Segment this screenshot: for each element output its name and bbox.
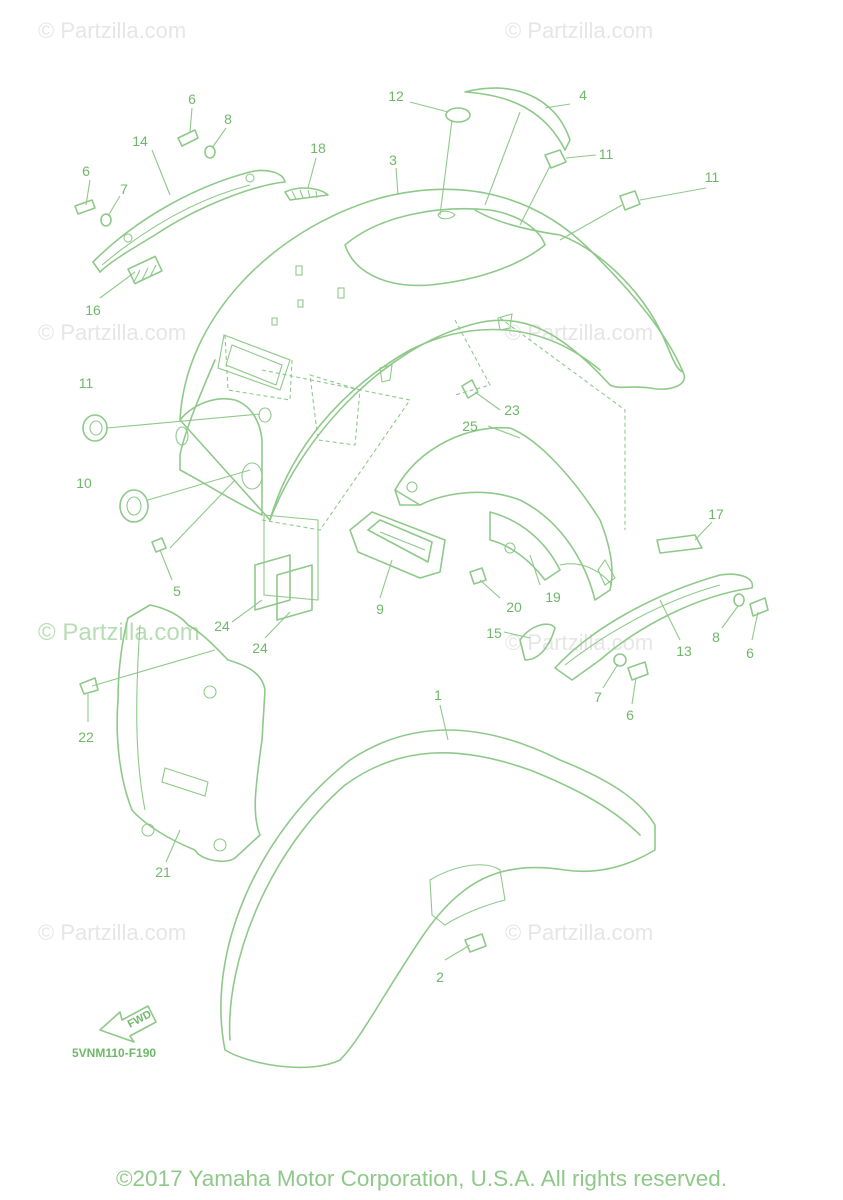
pads-part-24 bbox=[254, 554, 313, 621]
rear-fender-part-3 bbox=[175, 188, 686, 601]
leader-lines bbox=[85, 101, 759, 961]
callout-14: 14 bbox=[132, 133, 148, 149]
watermark-center-left: © Partzilla.com bbox=[38, 619, 200, 646]
watermark-bottom-right: © Partzilla.com bbox=[505, 920, 653, 945]
callout-8-left: 8 bbox=[224, 111, 232, 127]
reflector-parts-16-18 bbox=[127, 187, 329, 285]
plate-light-part-9 bbox=[349, 511, 446, 579]
watermarks: © Partzilla.com © Partzilla.com © Partzi… bbox=[38, 18, 653, 945]
callout-8-right: 8 bbox=[712, 629, 720, 645]
watermark-mid-left: © Partzilla.com bbox=[38, 320, 186, 345]
callout-10: 10 bbox=[76, 475, 92, 491]
callout-24-left: 24 bbox=[214, 618, 230, 634]
copyright-notice: ©2017 Yamaha Motor Corporation, U.S.A. A… bbox=[115, 1166, 728, 1191]
callout-24-right: 24 bbox=[252, 640, 268, 656]
reflector-part-15 bbox=[519, 623, 556, 661]
callouts: 1 2 3 4 5 6 6 6 6 7 7 8 8 9 10 11 11 11 … bbox=[76, 87, 754, 985]
callout-11-top: 11 bbox=[599, 146, 614, 162]
callout-7-left: 7 bbox=[120, 181, 128, 197]
callout-18: 18 bbox=[310, 140, 326, 156]
callout-5: 5 bbox=[173, 583, 181, 599]
callout-13: 13 bbox=[676, 643, 692, 659]
callout-6-top: 6 bbox=[188, 91, 196, 107]
callout-6-left: 6 bbox=[82, 163, 90, 179]
watermark-top-right: © Partzilla.com bbox=[505, 18, 653, 43]
front-fender-part-1 bbox=[220, 729, 656, 1069]
fwd-arrow-icon: FWD bbox=[99, 1005, 157, 1043]
callout-17: 17 bbox=[708, 506, 724, 522]
fwd-label: FWD bbox=[126, 1008, 154, 1030]
left-rail-part-14 bbox=[92, 169, 286, 273]
callout-21: 21 bbox=[155, 864, 171, 880]
callout-1: 1 bbox=[434, 687, 442, 703]
callout-7-right: 7 bbox=[594, 689, 602, 705]
callout-12: 12 bbox=[388, 88, 404, 104]
callout-6-right: 6 bbox=[746, 645, 754, 661]
callout-15: 15 bbox=[486, 625, 502, 641]
callout-9: 9 bbox=[376, 601, 384, 617]
callout-2: 2 bbox=[436, 969, 444, 985]
trim-part-4 bbox=[464, 87, 571, 151]
callout-3: 3 bbox=[389, 152, 397, 168]
callout-23: 23 bbox=[504, 402, 520, 418]
callout-4: 4 bbox=[579, 87, 587, 103]
right-rail-part-13-17 bbox=[554, 534, 754, 681]
callout-11-left: 11 bbox=[79, 375, 94, 391]
diagram-code: 5VNM110-F190 bbox=[72, 1046, 156, 1060]
callout-20: 20 bbox=[506, 599, 522, 615]
bracket-parts-19-25 bbox=[394, 426, 616, 601]
watermark-top-left: © Partzilla.com bbox=[38, 18, 186, 43]
callout-11-right: 11 bbox=[705, 169, 720, 185]
callout-16: 16 bbox=[85, 302, 101, 318]
callout-22: 22 bbox=[78, 729, 94, 745]
watermark-center-right: © Partzilla.com bbox=[505, 630, 653, 655]
watermark-bottom-left: © Partzilla.com bbox=[38, 920, 186, 945]
callout-6-bottom: 6 bbox=[626, 707, 634, 723]
hardware bbox=[74, 107, 769, 953]
callout-19: 19 bbox=[545, 589, 561, 605]
side-cover-part-21 bbox=[116, 604, 266, 862]
callout-25: 25 bbox=[462, 418, 478, 434]
